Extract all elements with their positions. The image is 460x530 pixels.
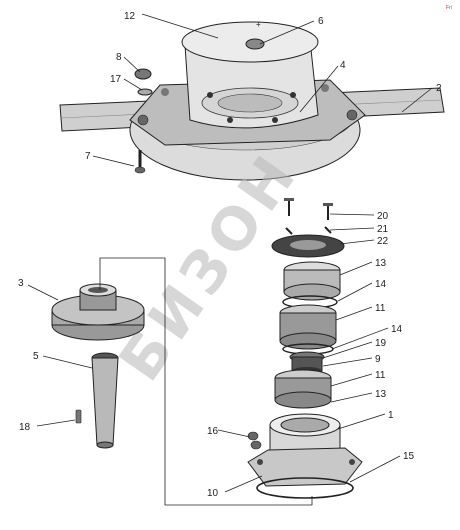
leader-lines [27, 13, 433, 493]
label-21: 21 [377, 224, 389, 235]
label-13-upper: 13 [375, 258, 387, 269]
part-labels: 12 6 8 17 4 2 7 20 21 22 3 13 14 11 14 1… [18, 11, 442, 499]
lower-bolts [247, 431, 262, 450]
bearing-stack [274, 261, 341, 409]
label-14-upper: 14 [375, 279, 387, 290]
label-9: 9 [375, 354, 381, 365]
label-15: 15 [403, 451, 415, 462]
label-11-upper: 11 [375, 303, 386, 314]
label-13-lower: 13 [375, 389, 387, 400]
upper-assembly: + [59, 20, 445, 181]
label-14-lower: 14 [391, 324, 403, 335]
label-20: 20 [377, 211, 389, 222]
drive-shaft [91, 352, 119, 449]
label-6: 6 [318, 16, 324, 27]
label-3: 3 [18, 278, 24, 289]
label-18: 18 [19, 422, 31, 433]
label-5: 5 [33, 351, 39, 362]
gasket [256, 477, 354, 499]
corner-mark: Fri [446, 5, 452, 11]
label-11-lower: 11 [375, 370, 386, 381]
lower-housing [247, 413, 363, 499]
fill-plug [245, 38, 265, 50]
label-22: 22 [377, 236, 389, 247]
label-10: 10 [207, 488, 219, 499]
label-8: 8 [116, 52, 122, 63]
label-19: 19 [375, 338, 387, 349]
svg-text:+: + [256, 20, 261, 29]
upper-fasteners [284, 198, 333, 235]
nut [134, 68, 152, 80]
label-12: 12 [124, 11, 136, 22]
washer [137, 88, 153, 96]
shaft-key [75, 409, 82, 424]
bolt [134, 150, 146, 174]
label-16: 16 [207, 426, 219, 437]
drive-gear [51, 283, 145, 341]
label-17: 17 [110, 74, 122, 85]
label-7: 7 [85, 151, 91, 162]
label-4: 4 [340, 60, 346, 71]
assembly-path-line [99, 257, 313, 506]
label-1: 1 [388, 410, 394, 421]
label-2: 2 [436, 83, 442, 94]
